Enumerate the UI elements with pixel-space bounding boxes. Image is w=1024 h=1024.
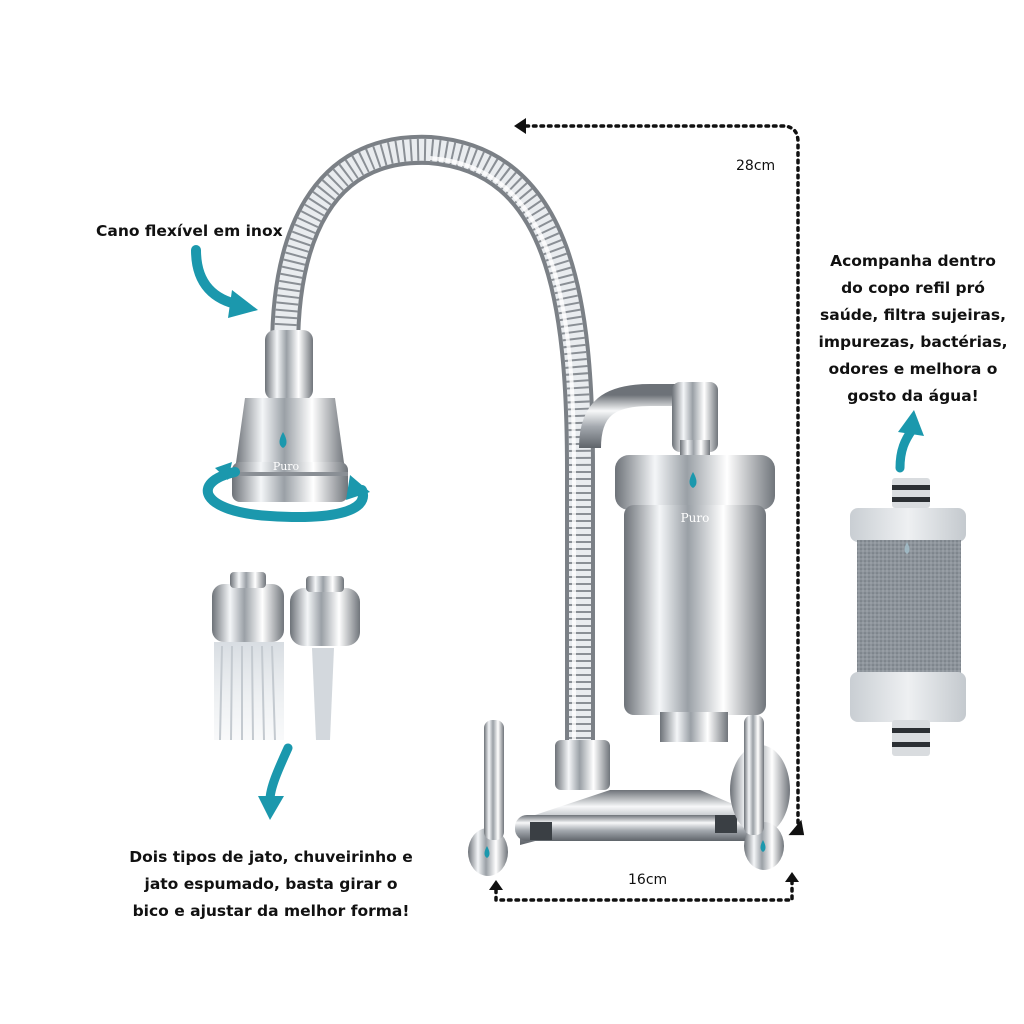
jet-line: jato espumado, basta girar o — [144, 875, 398, 893]
rotate-arrows-icon — [202, 462, 370, 522]
hose-label-text: Cano flexível em inox — [96, 222, 283, 240]
hose-label: Cano flexível em inox — [96, 218, 296, 245]
brand-logo-text: Puro — [273, 460, 300, 473]
refill-description: Acompanha dentro do copo refil pró saúde… — [808, 248, 1018, 410]
jet-line: bico e ajustar da melhor forma! — [132, 902, 410, 920]
refill-line: do copo refil pró — [841, 279, 985, 297]
curved-arrow-down-right-icon — [191, 245, 258, 318]
height-dimension-label: 28cm — [736, 158, 776, 174]
faucet-base — [468, 715, 790, 876]
flexible-hose — [270, 134, 595, 775]
filter-logo-text: Puro — [681, 511, 710, 525]
jet-description: Dois tipos de jato, chuveirinho e jato e… — [118, 844, 424, 925]
height-dimension-line — [514, 118, 805, 836]
refill-line: saúde, filtra sujeiras, — [820, 306, 1006, 324]
width-dimension-line — [489, 872, 799, 902]
width-dimension-label: 16cm — [628, 872, 668, 888]
jet-line: Dois tipos de jato, chuveirinho e — [129, 848, 413, 866]
refill-line: Acompanha dentro — [830, 252, 996, 270]
filter-refill-cartridge — [850, 478, 966, 756]
water-filter-housing: Puro — [579, 382, 775, 742]
jet-types-image — [212, 572, 360, 741]
spout-head: Puro — [232, 330, 348, 502]
refill-line: impurezas, bactérias, — [818, 333, 1008, 351]
water-drop-logo-icon — [279, 432, 287, 448]
arrow-down-icon — [258, 743, 293, 820]
refill-line: gosto da água! — [847, 387, 979, 405]
refill-line: odores e melhora o — [828, 360, 998, 378]
arrow-up-icon — [895, 410, 924, 473]
